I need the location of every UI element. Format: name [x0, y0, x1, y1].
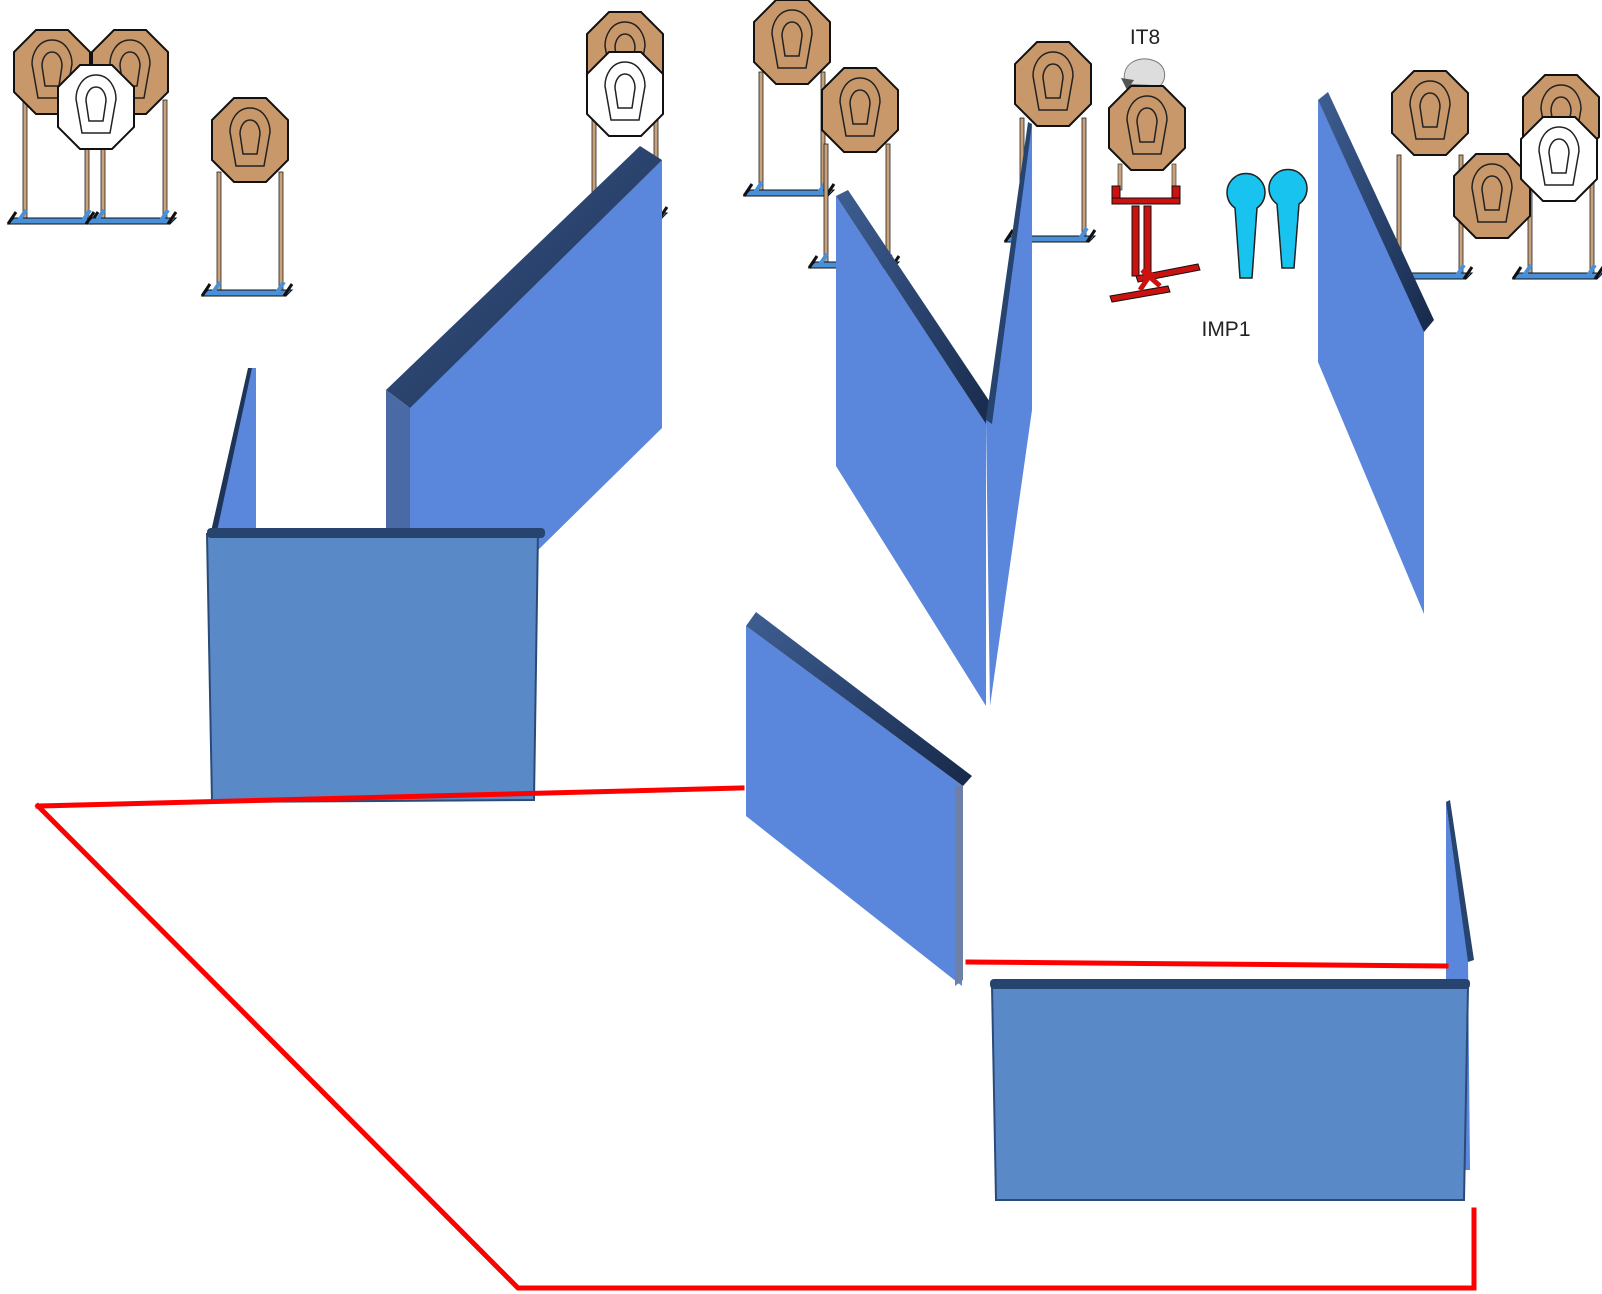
target-group-4: [742, 0, 901, 270]
popper-icon: [1226, 172, 1266, 279]
popper-group-imp1: IMP1: [1201, 168, 1308, 341]
paper-target-icon: [211, 97, 289, 183]
paper-target-icon: [1014, 41, 1092, 127]
swinger-target-it8: IT8: [1108, 26, 1201, 303]
barricade-wall: [990, 979, 1470, 1201]
paper-target-icon: [753, 0, 831, 85]
it8-label: IT8: [1130, 26, 1160, 49]
paper-target-icon: [1108, 85, 1186, 171]
no-shoot-target-icon: [1520, 116, 1598, 202]
target-stand: [200, 170, 294, 298]
barricade-wall: [746, 612, 972, 986]
no-shoot-target-icon: [586, 51, 664, 137]
paper-target-icon: [821, 67, 899, 153]
imp1-label: IMP1: [1201, 318, 1250, 341]
target-group-6: [1380, 70, 1602, 281]
rotation-arrow-icon: [1123, 58, 1166, 87]
target-group-1: [6, 29, 178, 226]
barricade-wall: [986, 122, 1032, 706]
popper-icon: [1268, 168, 1308, 269]
barricade-wall: [1318, 92, 1434, 614]
target-stand: [742, 70, 836, 198]
no-shoot-target-icon: [57, 64, 135, 150]
paper-target-icon: [1453, 153, 1531, 239]
paper-target-icon: [1391, 70, 1469, 156]
arrowhead-icon: [1121, 78, 1134, 90]
swinger-mechanism-icon: [1109, 163, 1201, 303]
barricade-wall: [836, 190, 998, 706]
barricade-wall: [210, 368, 256, 536]
fault-line: [34, 785, 1477, 1291]
target-group-2: [200, 97, 294, 298]
barricade-wall: [205, 528, 545, 804]
